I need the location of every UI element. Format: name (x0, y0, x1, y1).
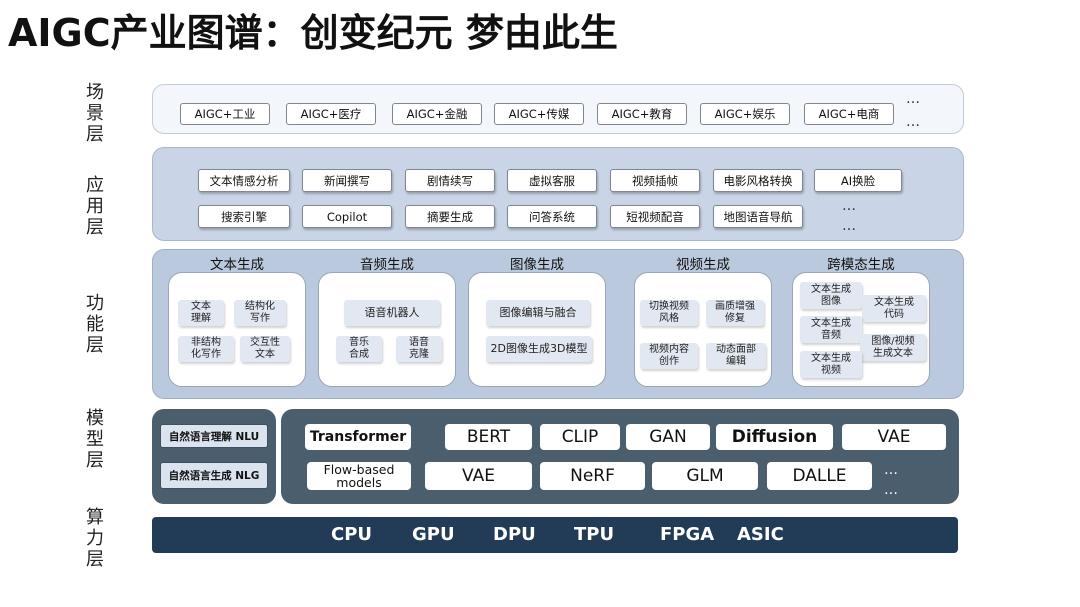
func-audio-item: 语音机器人 (344, 300, 440, 326)
func-video-item: 视频内容 创作 (640, 343, 698, 369)
side-char: 层 (86, 335, 104, 356)
side-char: 型 (86, 429, 104, 450)
model-item: Flow-based models (307, 462, 411, 490)
compute-item: GPU (412, 524, 455, 545)
scene-item: AIGC+传媒 (494, 103, 584, 125)
model-item: Diffusion (716, 424, 833, 450)
side-char: 能 (86, 314, 104, 335)
func-audio-item: 音乐 合成 (336, 336, 382, 362)
model-item: NeRF (540, 462, 645, 490)
compute-item: FPGA (660, 524, 715, 545)
scene-ellipsis: … (906, 114, 921, 130)
app-item: 文本情感分析 (198, 169, 290, 192)
func-audio-item: 语音 克隆 (396, 336, 442, 362)
func-video-item: 动态面部 编辑 (706, 343, 766, 369)
model-item: BERT (445, 424, 532, 450)
func-video-item: 画质增强 修复 (706, 300, 764, 326)
func-audio-title: 音频生成 (360, 257, 414, 273)
func-text-item: 非结构 化写作 (178, 336, 234, 362)
func-text-title: 文本生成 (210, 257, 264, 273)
side-char: 场 (86, 82, 104, 103)
model-item: GLM (652, 462, 758, 490)
page-title: AIGC产业图谱：创变纪元 梦由此生 (8, 11, 618, 55)
side-char: 层 (86, 450, 104, 471)
app-item: 短视频配音 (610, 205, 700, 228)
side-label-compute: 算 力 层 (78, 507, 112, 570)
side-label-app: 应 用 层 (78, 175, 112, 238)
func-cross-title: 跨模态生成 (827, 257, 895, 273)
func-text-item: 结构化 写作 (234, 300, 286, 326)
side-char: 层 (86, 124, 104, 145)
func-text-item: 交互性 文本 (240, 336, 290, 362)
app-item: 摘要生成 (405, 205, 495, 228)
model-ellipsis: … (884, 462, 899, 478)
side-char: 功 (86, 293, 104, 314)
scene-item: AIGC+工业 (180, 103, 270, 125)
scene-item: AIGC+医疗 (286, 103, 376, 125)
side-label-scene: 场 景 层 (78, 82, 112, 145)
scene-ellipsis: … (906, 91, 921, 107)
app-item: AI换脸 (814, 169, 902, 192)
scene-item: AIGC+娱乐 (700, 103, 790, 125)
side-char: 景 (86, 103, 104, 124)
model-nlg: 自然语言生成 NLG (160, 462, 268, 489)
side-char: 模 (86, 408, 104, 429)
scene-item: AIGC+金融 (392, 103, 482, 125)
compute-item: DPU (493, 524, 536, 545)
model-item: Transformer (305, 424, 411, 450)
app-ellipsis: … (842, 198, 857, 214)
model-item: VAE (842, 424, 946, 450)
app-ellipsis: … (842, 218, 857, 234)
func-image-title: 图像生成 (510, 257, 564, 273)
compute-item: TPU (574, 524, 615, 545)
side-char: 层 (86, 217, 104, 238)
app-item: 虚拟客服 (507, 169, 597, 192)
side-char: 力 (86, 528, 104, 549)
scene-item: AIGC+教育 (597, 103, 687, 125)
func-cross-item: 图像/视频 生成文本 (860, 334, 926, 361)
func-text-item: 文本 理解 (178, 300, 224, 326)
func-video-item: 切换视频 风格 (640, 300, 698, 326)
compute-item: CPU (331, 524, 373, 545)
func-image-item: 2D图像生成3D模型 (486, 336, 592, 362)
app-item: 视频插帧 (610, 169, 700, 192)
app-item: 搜索引擎 (198, 205, 290, 228)
func-video-title: 视频生成 (676, 257, 730, 273)
side-char: 层 (86, 549, 104, 570)
scene-item: AIGC+电商 (804, 103, 894, 125)
app-item: 新闻撰写 (302, 169, 392, 192)
side-char: 用 (86, 196, 104, 217)
app-item: 剧情续写 (405, 169, 495, 192)
func-cross-item: 文本生成 图像 (800, 282, 862, 309)
app-item: 地图语音导航 (713, 205, 803, 228)
func-video-card (634, 272, 772, 387)
func-cross-item: 文本生成 代码 (862, 295, 926, 322)
model-item: VAE (425, 462, 532, 490)
model-item: GAN (626, 424, 710, 450)
func-image-card (468, 272, 606, 387)
func-cross-item: 文本生成 视频 (800, 351, 862, 378)
func-audio-card (318, 272, 456, 387)
compute-layer (152, 517, 958, 553)
func-text-card (168, 272, 306, 387)
side-label-func: 功 能 层 (78, 293, 112, 356)
app-item: 电影风格转换 (713, 169, 803, 192)
app-item: 问答系统 (507, 205, 597, 228)
model-item: CLIP (540, 424, 620, 450)
func-cross-item: 文本生成 音频 (800, 316, 862, 343)
model-nlu: 自然语言理解 NLU (160, 424, 268, 448)
model-item: DALLE (767, 462, 872, 490)
compute-item: ASIC (737, 524, 784, 545)
model-ellipsis: … (884, 482, 899, 498)
side-label-model: 模 型 层 (78, 408, 112, 471)
app-item: Copilot (302, 205, 392, 228)
func-image-item: 图像编辑与融合 (486, 300, 590, 326)
side-char: 应 (86, 175, 104, 196)
side-char: 算 (86, 507, 104, 528)
